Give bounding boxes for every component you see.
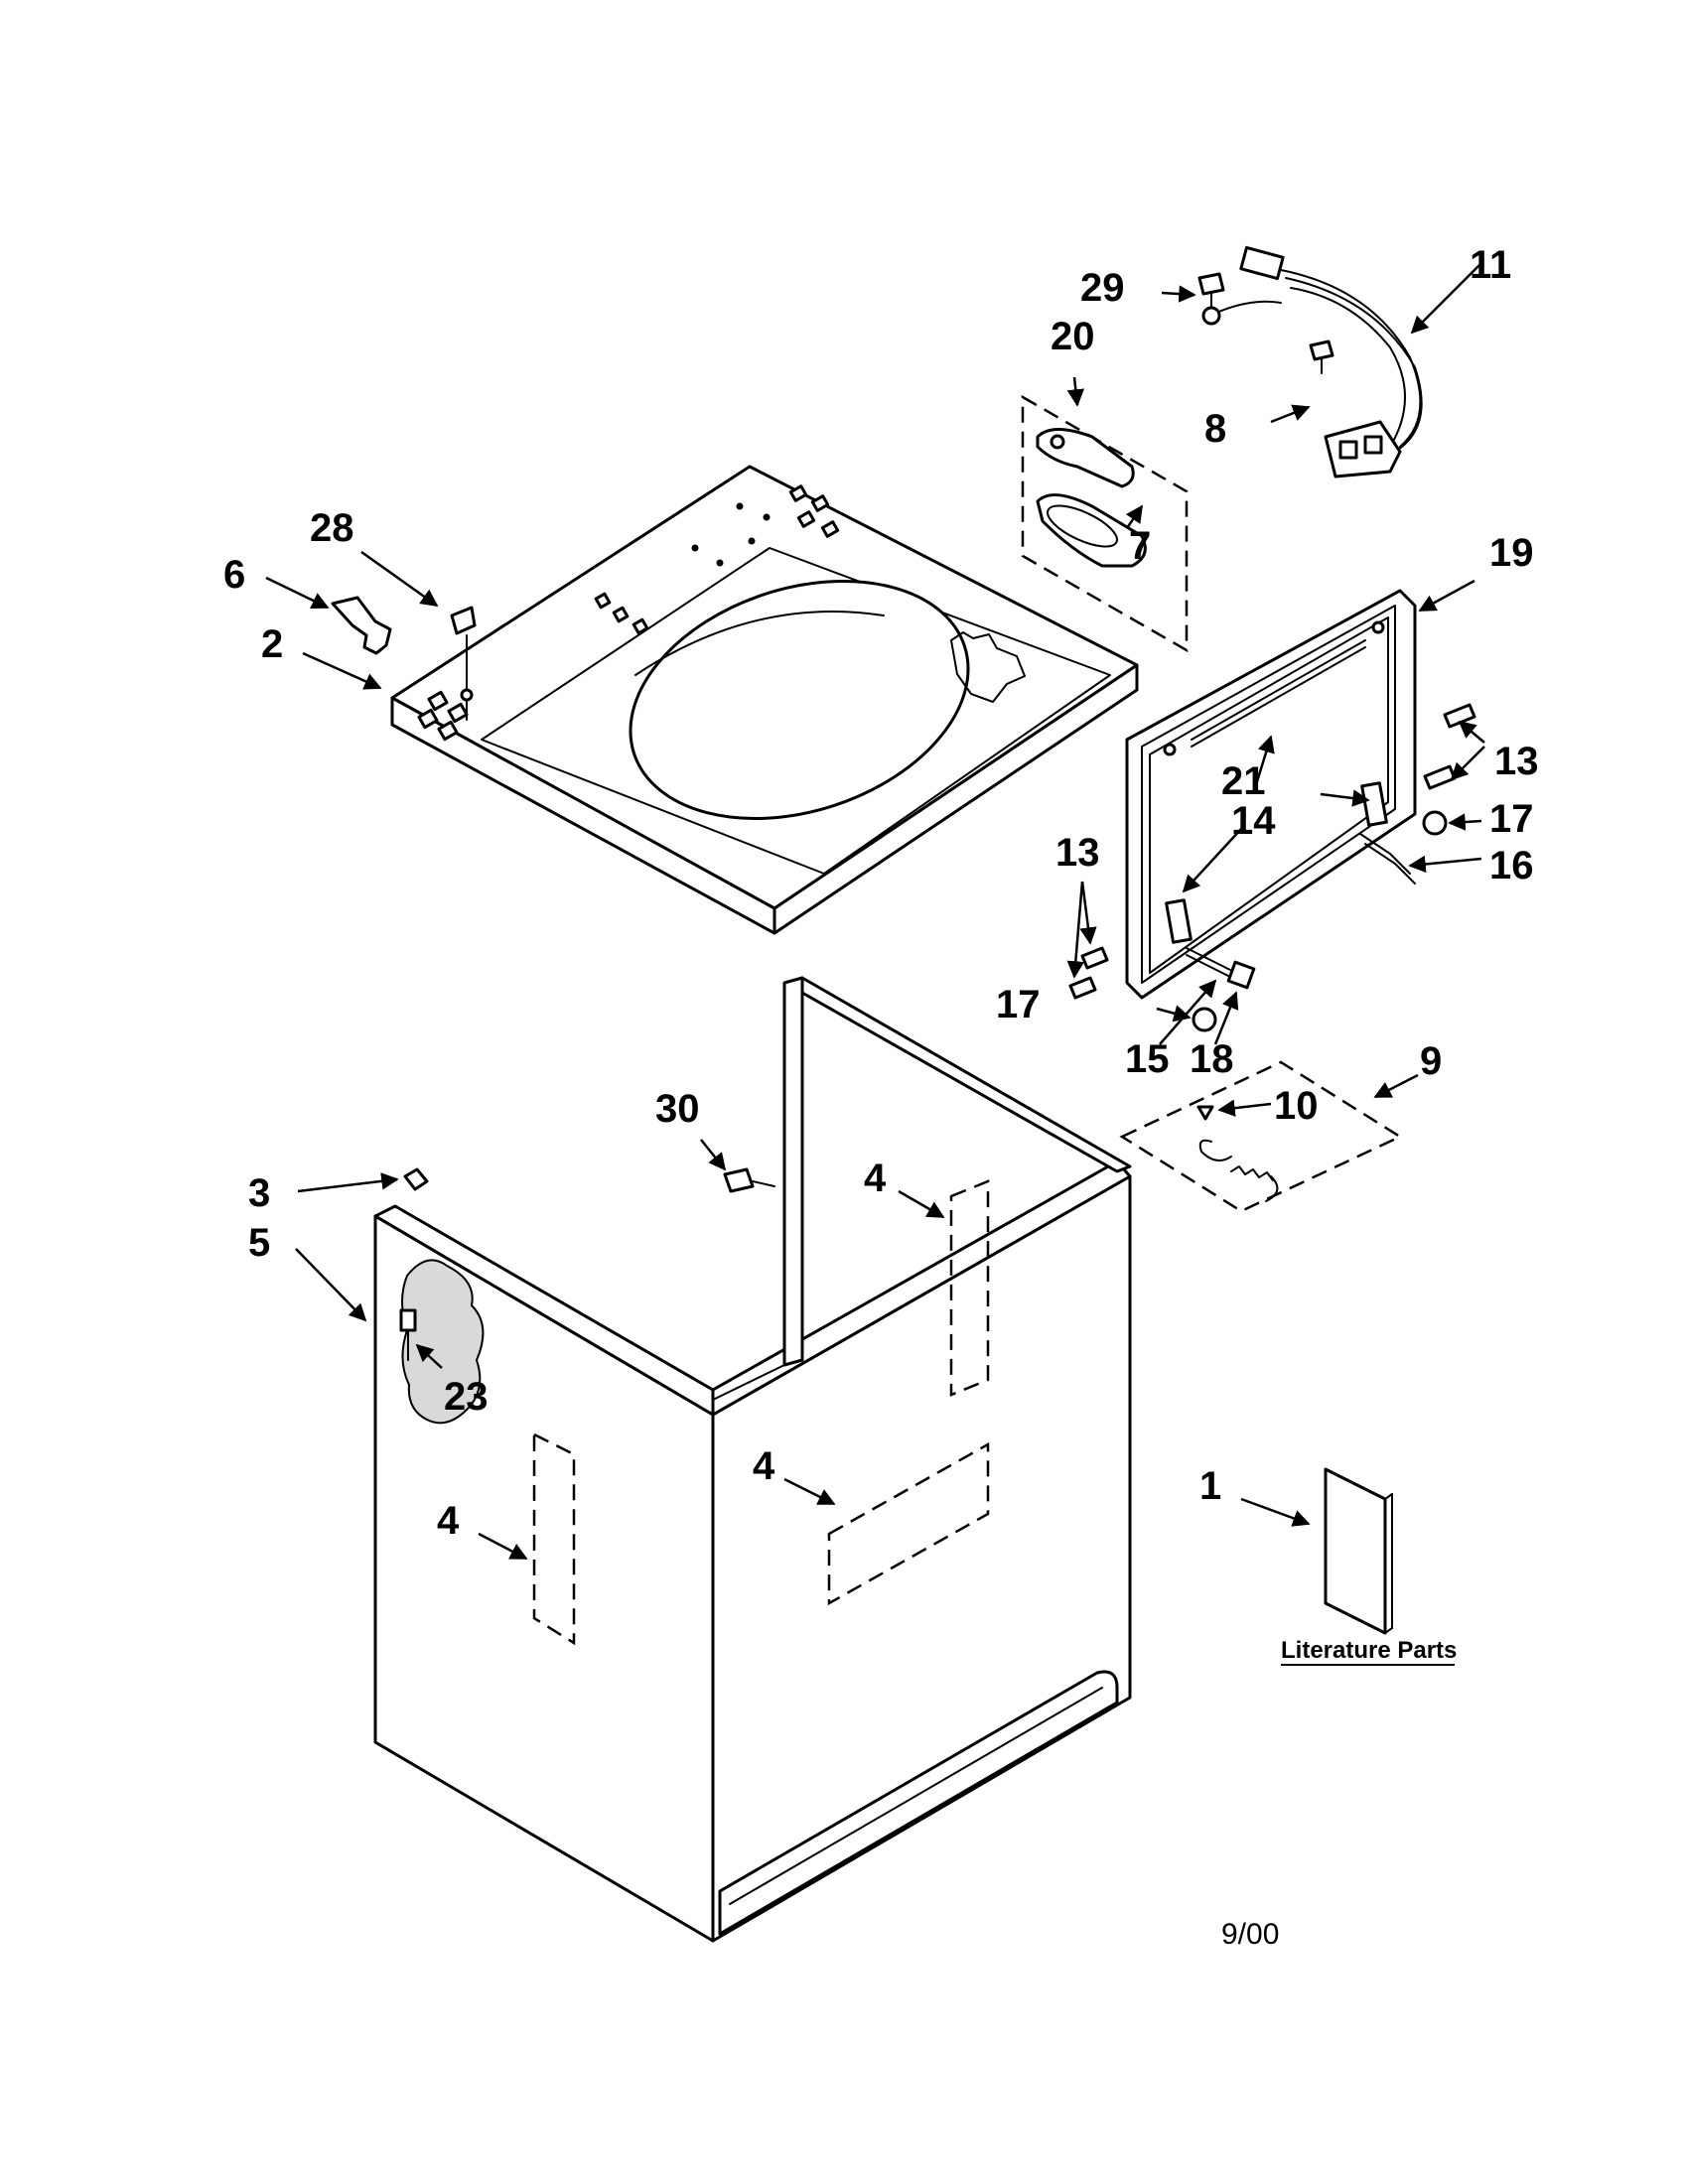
part-19-lid [1125, 589, 1417, 1000]
callout-29: 29 [1080, 266, 1125, 310]
callout-6: 6 [223, 553, 245, 597]
part-30-screw [723, 1167, 775, 1193]
callout-15: 15 [1125, 1037, 1170, 1081]
leader-lines [265, 262, 1485, 1561]
callout-23: 23 [444, 1375, 489, 1419]
callout-8: 8 [1204, 407, 1226, 451]
part-1-literature [1324, 1467, 1393, 1635]
part-14-hinge-brackets [1165, 781, 1388, 944]
callout-4-upper: 4 [864, 1157, 887, 1200]
callouts: 29 11 20 8 7 19 13 21 14 17 16 13 17 15 … [223, 243, 1539, 1543]
part-29-screw [1197, 272, 1225, 309]
callout-17-right: 17 [1489, 797, 1534, 841]
callout-11: 11 [1470, 243, 1511, 287]
part-20-dispenser-group [1021, 394, 1189, 653]
literature-parts-label: Literature Parts [1281, 1637, 1457, 1664]
callout-28: 28 [310, 506, 354, 550]
callout-14: 14 [1231, 799, 1276, 843]
part-28-clip [450, 606, 477, 635]
part-5-cabinet [373, 976, 1132, 1943]
part-3-clip [403, 1167, 429, 1191]
callout-17-left: 17 [996, 983, 1041, 1026]
callout-20: 20 [1051, 315, 1095, 358]
part-6-hinge [331, 596, 392, 655]
part-23-screw [399, 1308, 417, 1361]
callout-2: 2 [261, 622, 283, 666]
callout-1: 1 [1199, 1464, 1221, 1508]
callout-13-left: 13 [1055, 831, 1100, 875]
callout-30: 30 [655, 1087, 700, 1131]
date-code: 9/00 [1221, 1918, 1279, 1951]
part-16-hinge-rod [1359, 833, 1416, 885]
washer-top-panel [390, 465, 1139, 935]
callout-4-front: 4 [753, 1444, 775, 1488]
callout-18: 18 [1190, 1037, 1234, 1081]
part-8-screw [1309, 340, 1334, 374]
callout-21: 21 [1221, 759, 1266, 803]
literature-parts-label-group: Literature Parts [1281, 1637, 1457, 1666]
callout-19: 19 [1489, 531, 1534, 575]
callout-13-right: 13 [1494, 740, 1539, 783]
part-18-cap [1226, 960, 1256, 990]
callout-3: 3 [248, 1171, 270, 1215]
part-9-spring-group [1119, 1060, 1403, 1213]
part-4-labels [532, 1179, 990, 1646]
callout-4-side: 4 [437, 1499, 460, 1543]
callout-9: 9 [1420, 1039, 1442, 1083]
part-11-wire-harness [1201, 245, 1423, 478]
callout-10: 10 [1274, 1084, 1319, 1128]
callout-5: 5 [248, 1221, 270, 1265]
part-17-bushings [1192, 810, 1448, 1032]
callout-16: 16 [1489, 844, 1534, 887]
callout-7: 7 [1129, 524, 1151, 568]
